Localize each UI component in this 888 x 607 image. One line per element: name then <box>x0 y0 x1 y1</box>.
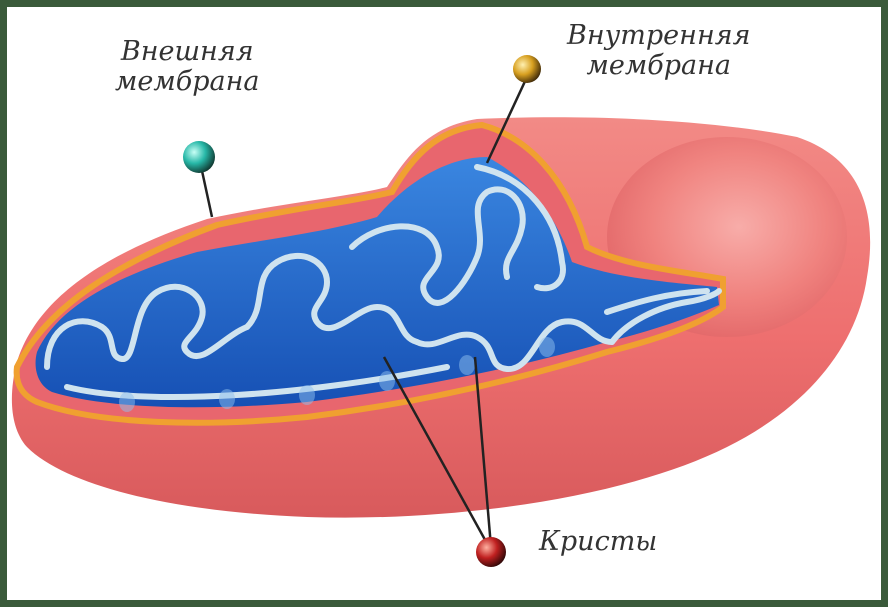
label-cristae: Кристы <box>539 527 657 557</box>
marker-outer-membrane <box>183 141 215 173</box>
label-outer-membrane: Внешняя мембрана <box>115 37 260 97</box>
label-inner-line2: мембрана <box>567 51 750 81</box>
label-outer-line1: Внешняя <box>115 37 260 67</box>
marker-cristae <box>476 537 506 567</box>
label-outer-line2: мембрана <box>115 67 260 97</box>
label-inner-line1: Внутренняя <box>567 21 750 51</box>
marker-inner-membrane <box>513 55 541 83</box>
diagram-canvas: Внешняя мембрана Внутренняя мембрана Кри… <box>7 7 881 600</box>
label-inner-membrane: Внутренняя мембрана <box>567 21 750 81</box>
